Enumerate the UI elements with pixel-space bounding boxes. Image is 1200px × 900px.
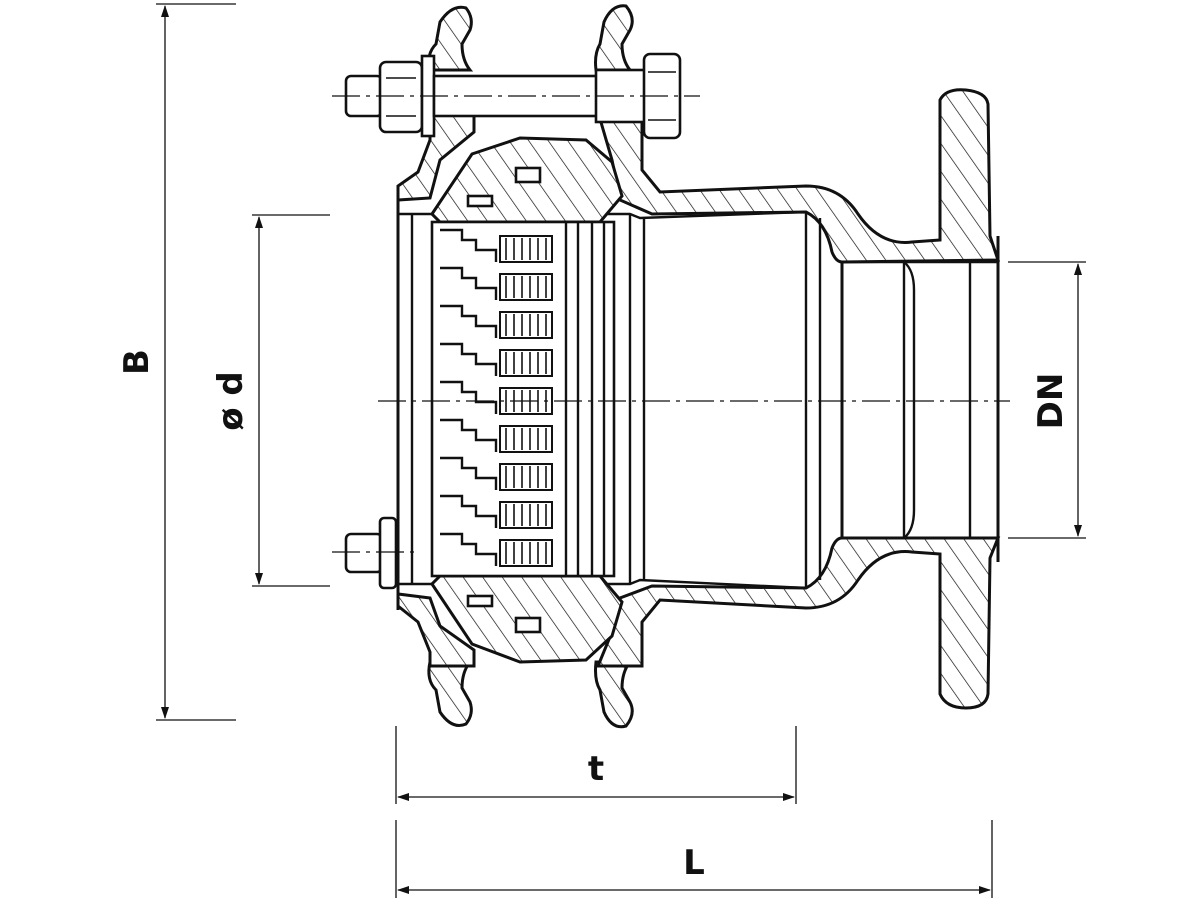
dimension-t: t bbox=[395, 726, 797, 804]
grip-tooth-block bbox=[499, 501, 553, 529]
grip-tooth-block bbox=[499, 273, 553, 301]
dim-label-L: L bbox=[683, 843, 705, 883]
grip-step bbox=[440, 418, 498, 452]
shell-upper-right bbox=[596, 88, 1001, 264]
grip-tooth-block bbox=[499, 463, 553, 491]
gland-slot-bottom-2 bbox=[466, 594, 494, 608]
shell-lower-right bbox=[595, 536, 1001, 710]
top-bolt-nut-left bbox=[378, 60, 424, 134]
grip-step bbox=[440, 494, 498, 528]
grip-step bbox=[440, 456, 498, 490]
gripping-ring bbox=[430, 136, 624, 664]
bottom-left-lug bbox=[427, 660, 474, 727]
grip-step bbox=[440, 342, 498, 376]
bottom-bolt-end bbox=[344, 532, 384, 574]
dimension-L: L bbox=[395, 820, 993, 898]
bottom-bolt bbox=[344, 516, 398, 590]
dimension-DN: DN bbox=[1008, 261, 1086, 539]
gland-slot-top-2 bbox=[466, 194, 494, 208]
coupling-body bbox=[396, 4, 1001, 729]
dimension-B: B bbox=[117, 3, 236, 721]
grip-step bbox=[440, 304, 498, 338]
dim-label-t: t bbox=[588, 749, 604, 789]
grip-tooth-block bbox=[499, 349, 553, 377]
bottom-right-lug bbox=[594, 660, 634, 729]
grip-tooth-block bbox=[499, 425, 553, 453]
grip-tooth-block bbox=[499, 235, 553, 263]
grip-tooth-block bbox=[499, 539, 553, 567]
gland-slot-top bbox=[514, 166, 542, 184]
dimension-d: ø d bbox=[211, 214, 330, 587]
top-right-lug bbox=[594, 4, 634, 72]
dim-label-DN: DN bbox=[1031, 373, 1071, 430]
grip-step bbox=[440, 380, 498, 414]
bottom-bolt-nut bbox=[378, 516, 398, 590]
grip-step bbox=[440, 532, 498, 566]
grip-tooth-block bbox=[499, 311, 553, 339]
grip-step bbox=[440, 228, 498, 262]
grip-teeth-group bbox=[440, 228, 553, 567]
dim-label-B: B bbox=[117, 349, 157, 375]
dim-label-d: ø d bbox=[211, 371, 251, 431]
grip-step bbox=[440, 266, 498, 300]
flange-bore-curve bbox=[903, 261, 916, 539]
gland-slot-bottom bbox=[514, 616, 542, 634]
shell-lower bbox=[396, 592, 476, 668]
